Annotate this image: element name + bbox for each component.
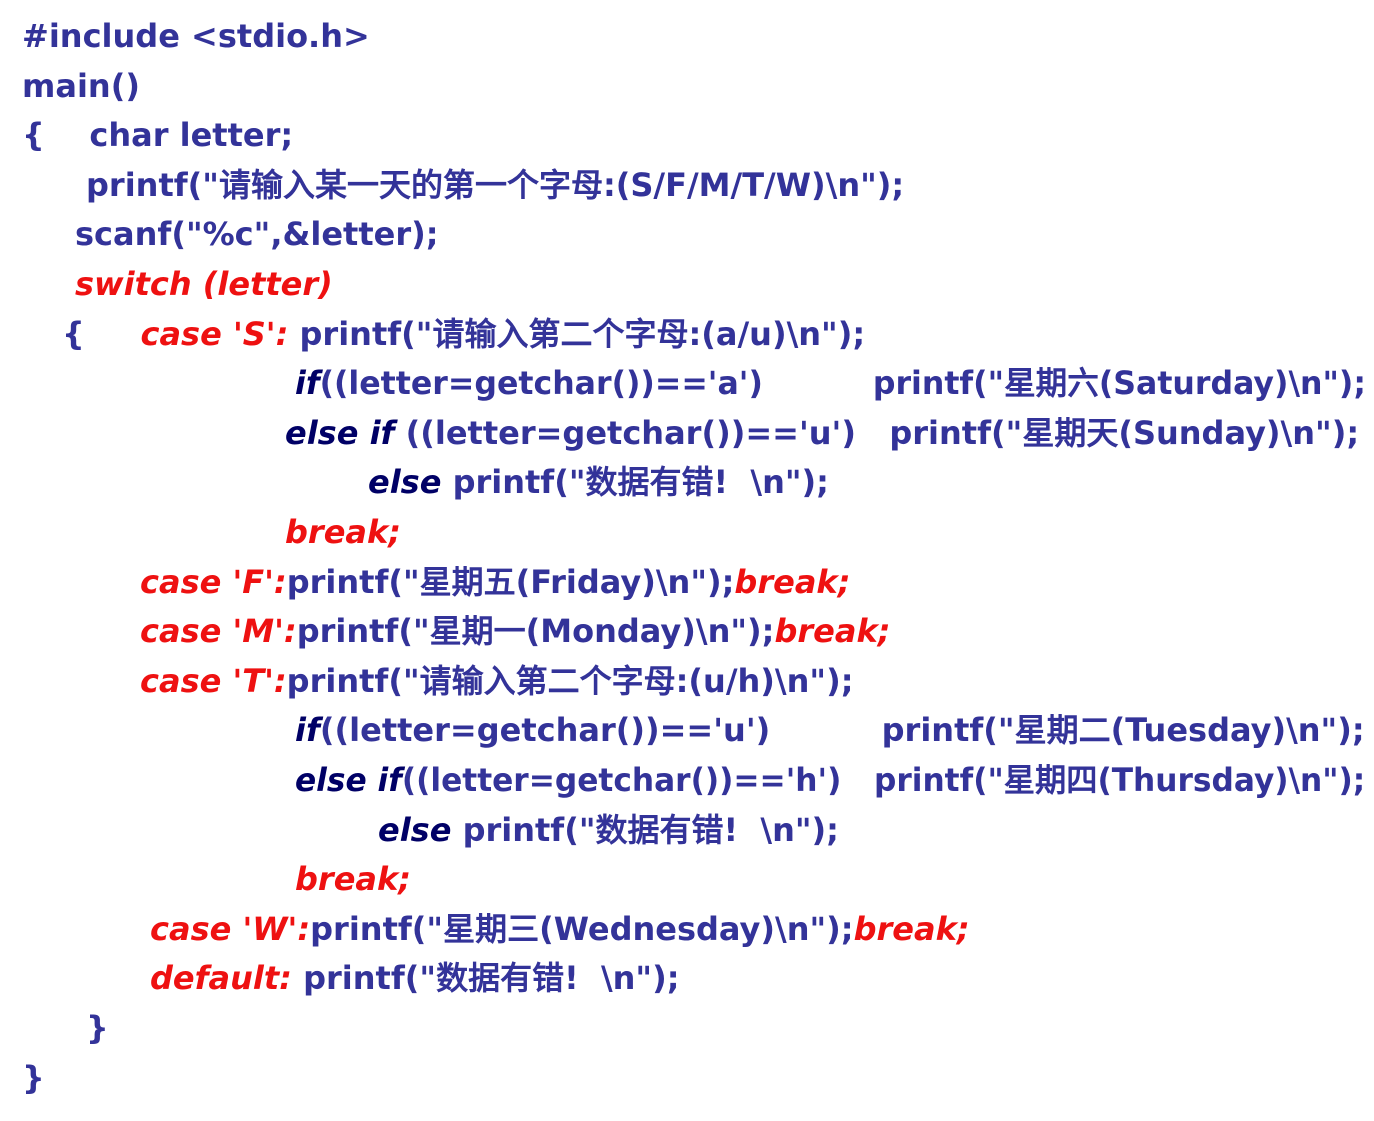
code-line: if((letter=getchar())=='u') printf("星期二(… <box>295 710 1365 750</box>
code-token: else <box>368 463 442 502</box>
code-line: default: printf("数据有错! \n"); <box>150 958 680 998</box>
code-token: printf("星期五(Friday)\n"); <box>286 562 735 601</box>
code-token: switch (letter) <box>75 265 333 303</box>
code-token: ((letter=getchar())=='h') printf("星期四(Th… <box>401 761 1366 799</box>
code-token: break; <box>295 860 412 899</box>
code-line: case 'F':printf("星期五(Friday)\n");break; <box>140 562 850 602</box>
code-token: { char letter; <box>22 116 294 155</box>
code-token: printf("数据有错! \n"); <box>451 810 839 849</box>
code-token: case 'S': <box>140 314 289 353</box>
code-line: else if ((letter=getchar())=='u') printf… <box>285 413 1359 453</box>
code-token: #include <stdio.h> <box>22 17 370 55</box>
code-token: if <box>295 364 320 403</box>
code-line: main() <box>22 66 140 106</box>
code-line: case 'M':printf("星期一(Monday)\n");break; <box>140 611 891 651</box>
code-token: ((letter=getchar())=='u') printf("星期二(Tu… <box>319 711 1365 750</box>
code-token: case 'W': <box>150 909 311 948</box>
code-line: case 'T':printf("请输入第二个字母:(u/h)\n"); <box>140 661 854 701</box>
code-token: main() <box>22 66 140 105</box>
code-line: printf("请输入某一天的第一个字母:(S/F/M/T/W)\n"); <box>86 165 904 205</box>
code-token: { <box>62 314 141 353</box>
code-line: else printf("数据有错! \n"); <box>378 810 839 850</box>
code-token: } <box>86 1009 109 1047</box>
code-line: scanf("%c",&letter); <box>75 214 439 254</box>
code-line: else if((letter=getchar())=='h') printf(… <box>295 760 1365 800</box>
code-token: else <box>378 810 452 849</box>
code-token: } <box>22 1058 45 1097</box>
code-line: { case 'S': printf("请输入第二个字母:(a/u)\n"); <box>62 314 865 354</box>
code-token: printf("请输入第二个字母:(a/u)\n"); <box>288 314 866 353</box>
code-token: ((letter=getchar())=='u') printf("星期天(Su… <box>394 413 1360 452</box>
code-line: } <box>86 1008 109 1048</box>
code-line: break; <box>295 859 411 899</box>
code-line: else printf("数据有错! \n"); <box>368 462 829 502</box>
code-line: } <box>22 1058 45 1098</box>
code-line: switch (letter) <box>75 264 333 304</box>
code-token: scanf("%c",&letter); <box>75 215 439 254</box>
code-token: printf("数据有错! \n"); <box>291 959 680 998</box>
code-token: break; <box>734 562 851 601</box>
code-token: else if <box>295 761 402 799</box>
code-token: printf("请输入第二个字母:(u/h)\n"); <box>286 661 854 700</box>
code-token: if <box>295 711 320 750</box>
code-token: case 'M': <box>140 612 297 651</box>
code-token: default: <box>150 959 292 998</box>
code-token: break; <box>774 612 891 651</box>
code-line: #include <stdio.h> <box>22 16 370 56</box>
code-line: { char letter; <box>22 115 293 155</box>
code-token: printf("请输入某一天的第一个字母:(S/F/M/T/W)\n"); <box>86 165 905 204</box>
code-token: printf("星期一(Monday)\n"); <box>296 612 775 651</box>
code-token: case 'T': <box>140 661 287 700</box>
code-token: else if <box>285 413 395 452</box>
code-token: break; <box>285 513 402 551</box>
code-token: case 'F': <box>140 562 287 601</box>
code-token: printf("星期三(Wednesday)\n"); <box>310 909 854 948</box>
code-token: ((letter=getchar())=='a') printf("星期六(Sa… <box>319 364 1367 403</box>
code-token: printf("数据有错! \n"); <box>441 463 829 502</box>
code-line: if((letter=getchar())=='a') printf("星期六(… <box>295 363 1366 403</box>
code-line: case 'W':printf("星期三(Wednesday)\n");brea… <box>150 909 970 949</box>
code-line: break; <box>285 512 401 552</box>
code-token: break; <box>853 909 970 948</box>
